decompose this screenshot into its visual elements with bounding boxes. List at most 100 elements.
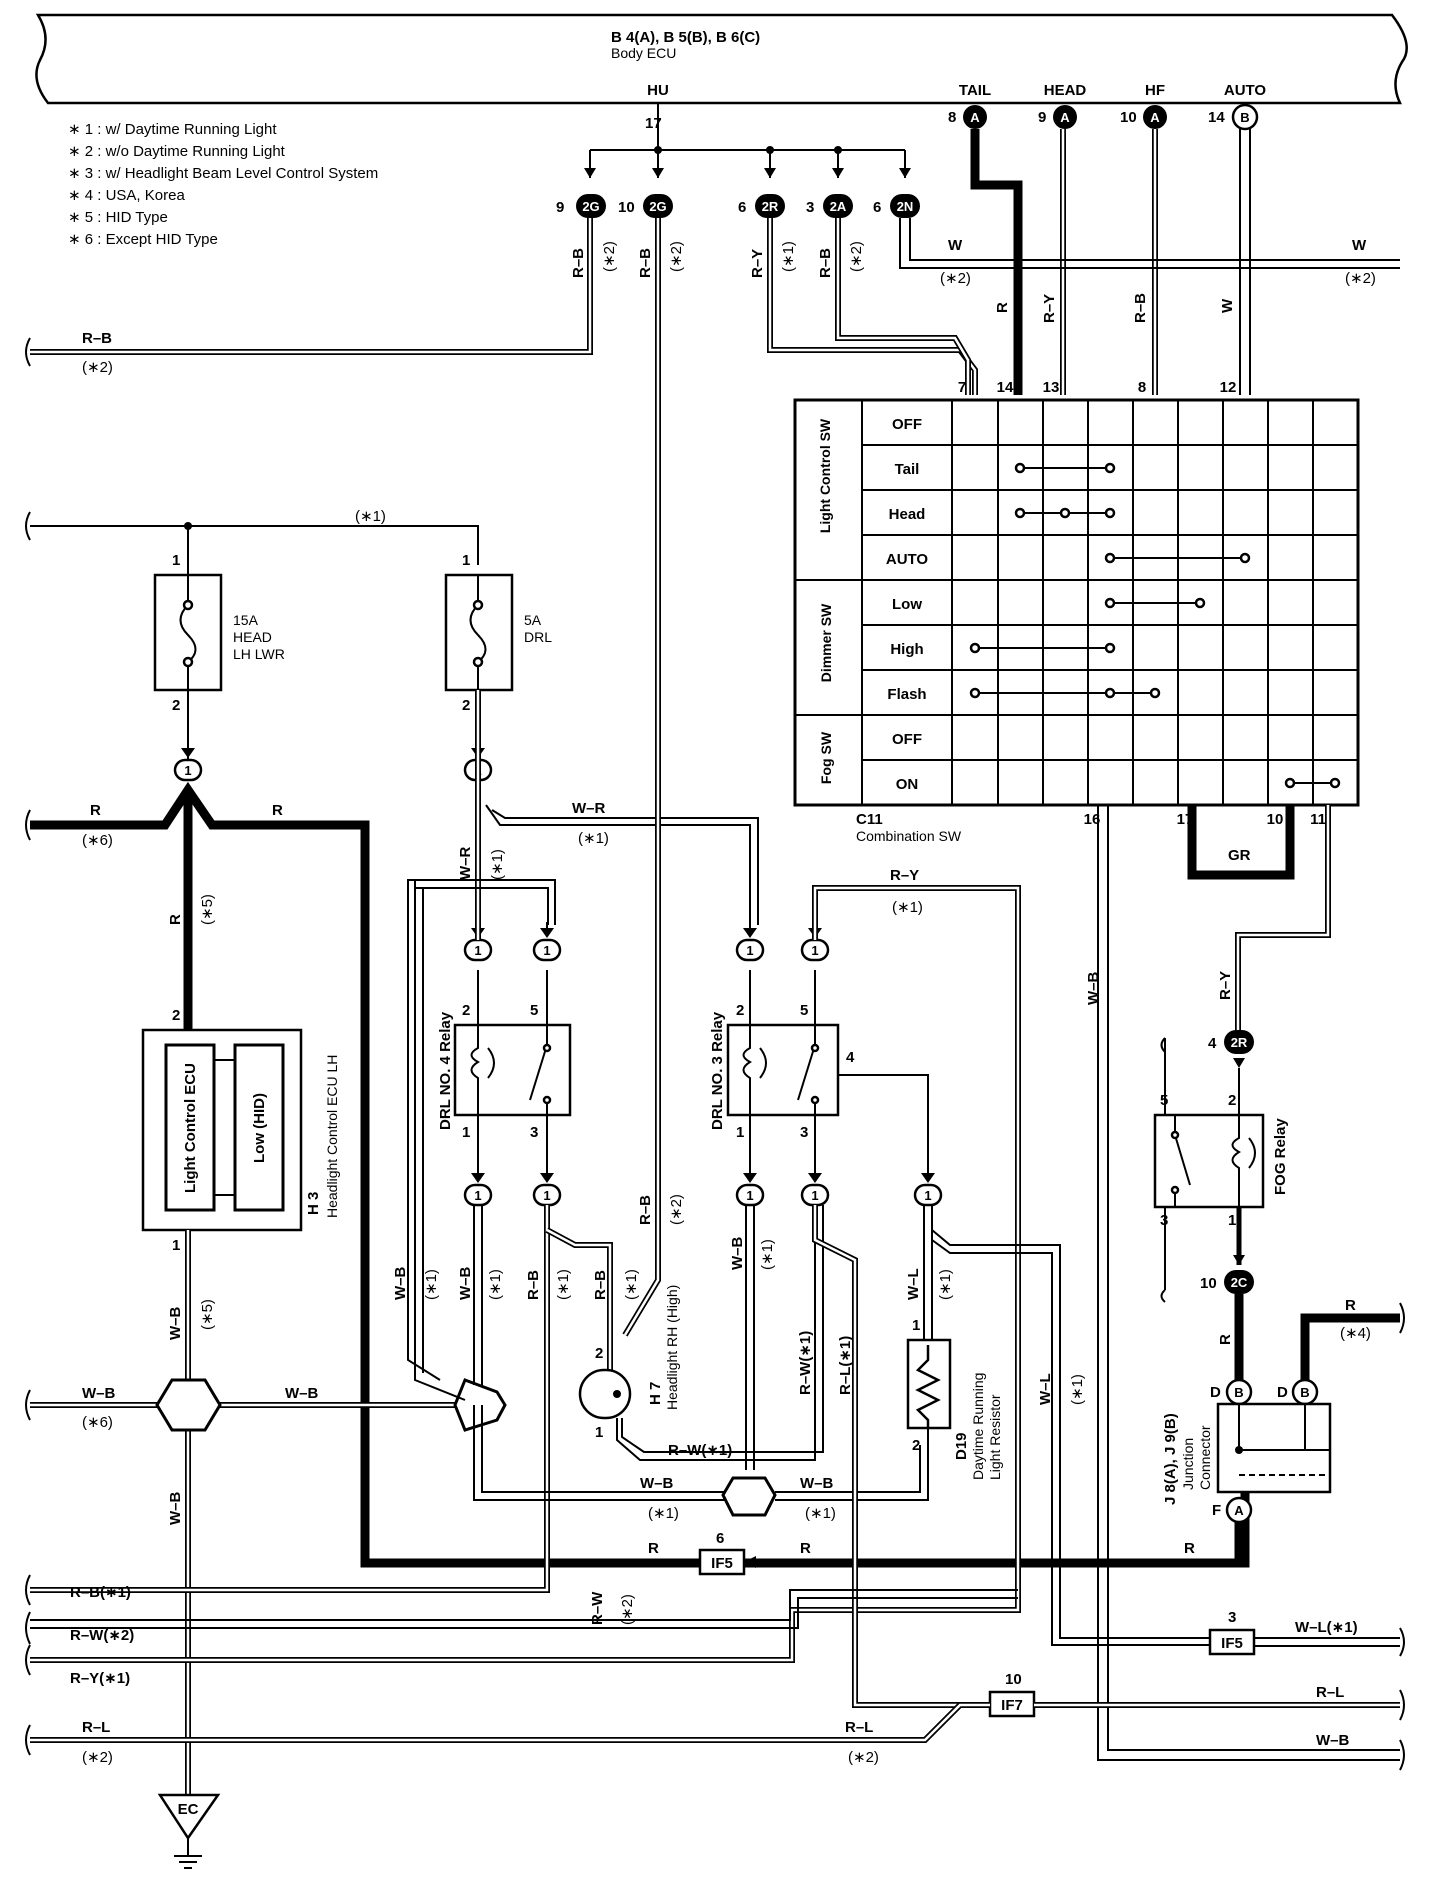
ground-wiring: W–B (∗6) W–B W–B (∗5) W–B EC — [25, 1230, 507, 1869]
svg-text:R–L(∗1): R–L(∗1) — [837, 1336, 854, 1395]
svg-text:W–R: W–R — [457, 847, 474, 881]
svg-text:(∗1): (∗1) — [648, 1505, 679, 1522]
svg-text:R–B: R–B — [1132, 293, 1149, 323]
switch-name: Combination SW — [856, 828, 962, 844]
svg-text:R–B: R–B — [525, 1270, 542, 1300]
svg-text:(∗1): (∗1) — [489, 849, 506, 880]
ground-label: EC — [178, 1801, 199, 1818]
daytime-running-light-resistor: 1 2 D19 Daytime Running Light Resistor — [906, 1317, 1003, 1480]
connector-oval — [735, 938, 765, 962]
svg-text:R–L: R–L — [845, 1719, 873, 1736]
connector-oval-label: 1 — [811, 943, 818, 958]
svg-text:1: 1 — [1228, 1212, 1236, 1229]
svg-text:R–B: R–B — [592, 1270, 609, 1300]
svg-text:2: 2 — [1228, 1092, 1236, 1109]
svg-text:W–B: W–B — [729, 1237, 746, 1271]
svg-text:(∗2): (∗2) — [668, 1194, 685, 1225]
svg-text:(∗1): (∗1) — [892, 899, 923, 916]
svg-text:R–W(∗2): R–W(∗2) — [70, 1627, 134, 1644]
svg-text:R–B(∗1): R–B(∗1) — [70, 1584, 131, 1601]
svg-text:A: A — [1234, 1503, 1244, 1518]
legend: ∗ 1 : w/ Daytime Running Light ∗ 2 : w/o… — [68, 121, 378, 248]
svg-text:10: 10 — [1267, 811, 1284, 828]
svg-text:D: D — [1210, 1384, 1221, 1401]
svg-text:B: B — [1300, 1385, 1309, 1400]
connector-oval-label: 1 — [746, 943, 753, 958]
svg-text:1: 1 — [172, 552, 180, 569]
svg-text:J 8(A), J 9(B): J 8(A), J 9(B) — [1162, 1413, 1179, 1505]
fuse-feed: (∗1) — [25, 508, 479, 575]
svg-text:IF5: IF5 — [711, 1555, 733, 1572]
legend-6: ∗ 6 : Except HID Type — [68, 231, 218, 248]
svg-text:W–B: W–B — [800, 1475, 834, 1492]
h3-inner-low: Low (HID) — [251, 1093, 268, 1163]
svg-text:W–B: W–B — [167, 1307, 184, 1341]
svg-text:R–Y(∗1): R–Y(∗1) — [70, 1670, 130, 1687]
svg-text:1: 1 — [462, 552, 470, 569]
switch-row-label: Flash — [887, 686, 926, 703]
svg-text:1: 1 — [462, 1124, 470, 1141]
connector-2g-a: 2G 9 — [556, 194, 606, 218]
svg-text:W–L: W–L — [1037, 1373, 1054, 1405]
svg-text:W: W — [948, 237, 963, 254]
svg-text:W–B: W–B — [457, 1267, 474, 1301]
switch-contact-dot — [1104, 687, 1116, 699]
svg-text:9: 9 — [556, 199, 564, 216]
switch-contact-dot — [1104, 642, 1116, 654]
headlight-control-ecu-lh: 2 Light Control ECU Low (HID) H 3 Headli… — [141, 1007, 340, 1254]
svg-text:2R: 2R — [762, 199, 779, 214]
switch-contact-dot — [1014, 462, 1026, 474]
switch-row-label: High — [890, 641, 923, 658]
switch-contact-dot — [1194, 597, 1206, 609]
svg-text:W–B: W–B — [640, 1475, 674, 1492]
svg-text:(∗1): (∗1) — [805, 1505, 836, 1522]
connector-oval-label: 1 — [924, 1188, 931, 1203]
svg-text:3: 3 — [800, 1124, 808, 1141]
svg-text:R: R — [648, 1540, 659, 1557]
svg-text:2N: 2N — [897, 199, 914, 214]
svg-text:2C: 2C — [1231, 1275, 1248, 1290]
svg-text:1: 1 — [736, 1124, 744, 1141]
connector-2n: 2N 6 — [873, 194, 920, 218]
switch-contact-dot — [1329, 777, 1341, 789]
svg-text:1: 1 — [172, 1237, 180, 1254]
svg-text:4: 4 — [846, 1049, 855, 1066]
svg-text:(∗1): (∗1) — [487, 1269, 504, 1300]
svg-text:W–B: W–B — [82, 1385, 116, 1402]
connector-arrow — [540, 1173, 554, 1183]
connector-oval — [463, 1183, 493, 1207]
switch-contact-dot — [1104, 552, 1116, 564]
ecu-title: B 4(A), B 5(B), B 6(C) — [611, 29, 760, 46]
switch-contact-dot — [1284, 777, 1296, 789]
svg-text:3: 3 — [1160, 1212, 1168, 1229]
svg-text:2R: 2R — [1231, 1035, 1248, 1050]
svg-text:B: B — [1240, 110, 1249, 125]
svg-text:16: 16 — [1084, 811, 1101, 828]
svg-text:4: 4 — [1208, 1035, 1217, 1052]
connector-oval-label: 1 — [543, 1188, 550, 1203]
svg-text:10: 10 — [1120, 109, 1137, 126]
switch-row-label: OFF — [892, 731, 922, 748]
junction-connector: R (∗4) B B D D A F J 8(A), J 9(B) Juncti… — [1162, 1297, 1405, 1563]
svg-text:W–B: W–B — [285, 1385, 319, 1402]
svg-text:(∗2): (∗2) — [619, 1594, 636, 1625]
svg-text:(∗1): (∗1) — [937, 1269, 954, 1300]
left-rb-line: R–B (∗2) — [25, 218, 593, 376]
svg-text:GR: GR — [1228, 847, 1251, 864]
legend-3: ∗ 3 : w/ Headlight Beam Level Control Sy… — [68, 165, 378, 182]
svg-text:IF7: IF7 — [1001, 1697, 1023, 1714]
connector-arrow — [471, 1173, 485, 1183]
svg-text:7: 7 — [958, 379, 966, 396]
svg-text:(∗1): (∗1) — [355, 508, 386, 525]
connector-oval-label: 1 — [746, 1188, 753, 1203]
fog-relay: 2R 4 5 2 3 1 FOG Relay 2C 10 R — [1153, 1030, 1289, 1380]
svg-text:R–B: R–B — [570, 248, 587, 278]
svg-text:8: 8 — [1138, 379, 1146, 396]
svg-text:Headlight RH (High): Headlight RH (High) — [664, 1285, 680, 1410]
connector-arrow — [808, 1173, 822, 1183]
svg-text:6: 6 — [873, 199, 881, 216]
svg-text:2G: 2G — [582, 199, 599, 214]
connector-2g-b: 2G 10 — [618, 194, 673, 218]
hu-pin: 17 — [645, 115, 662, 132]
ecu-output-terminals: A 8 A 9 A 10 B 14 — [948, 103, 1259, 131]
